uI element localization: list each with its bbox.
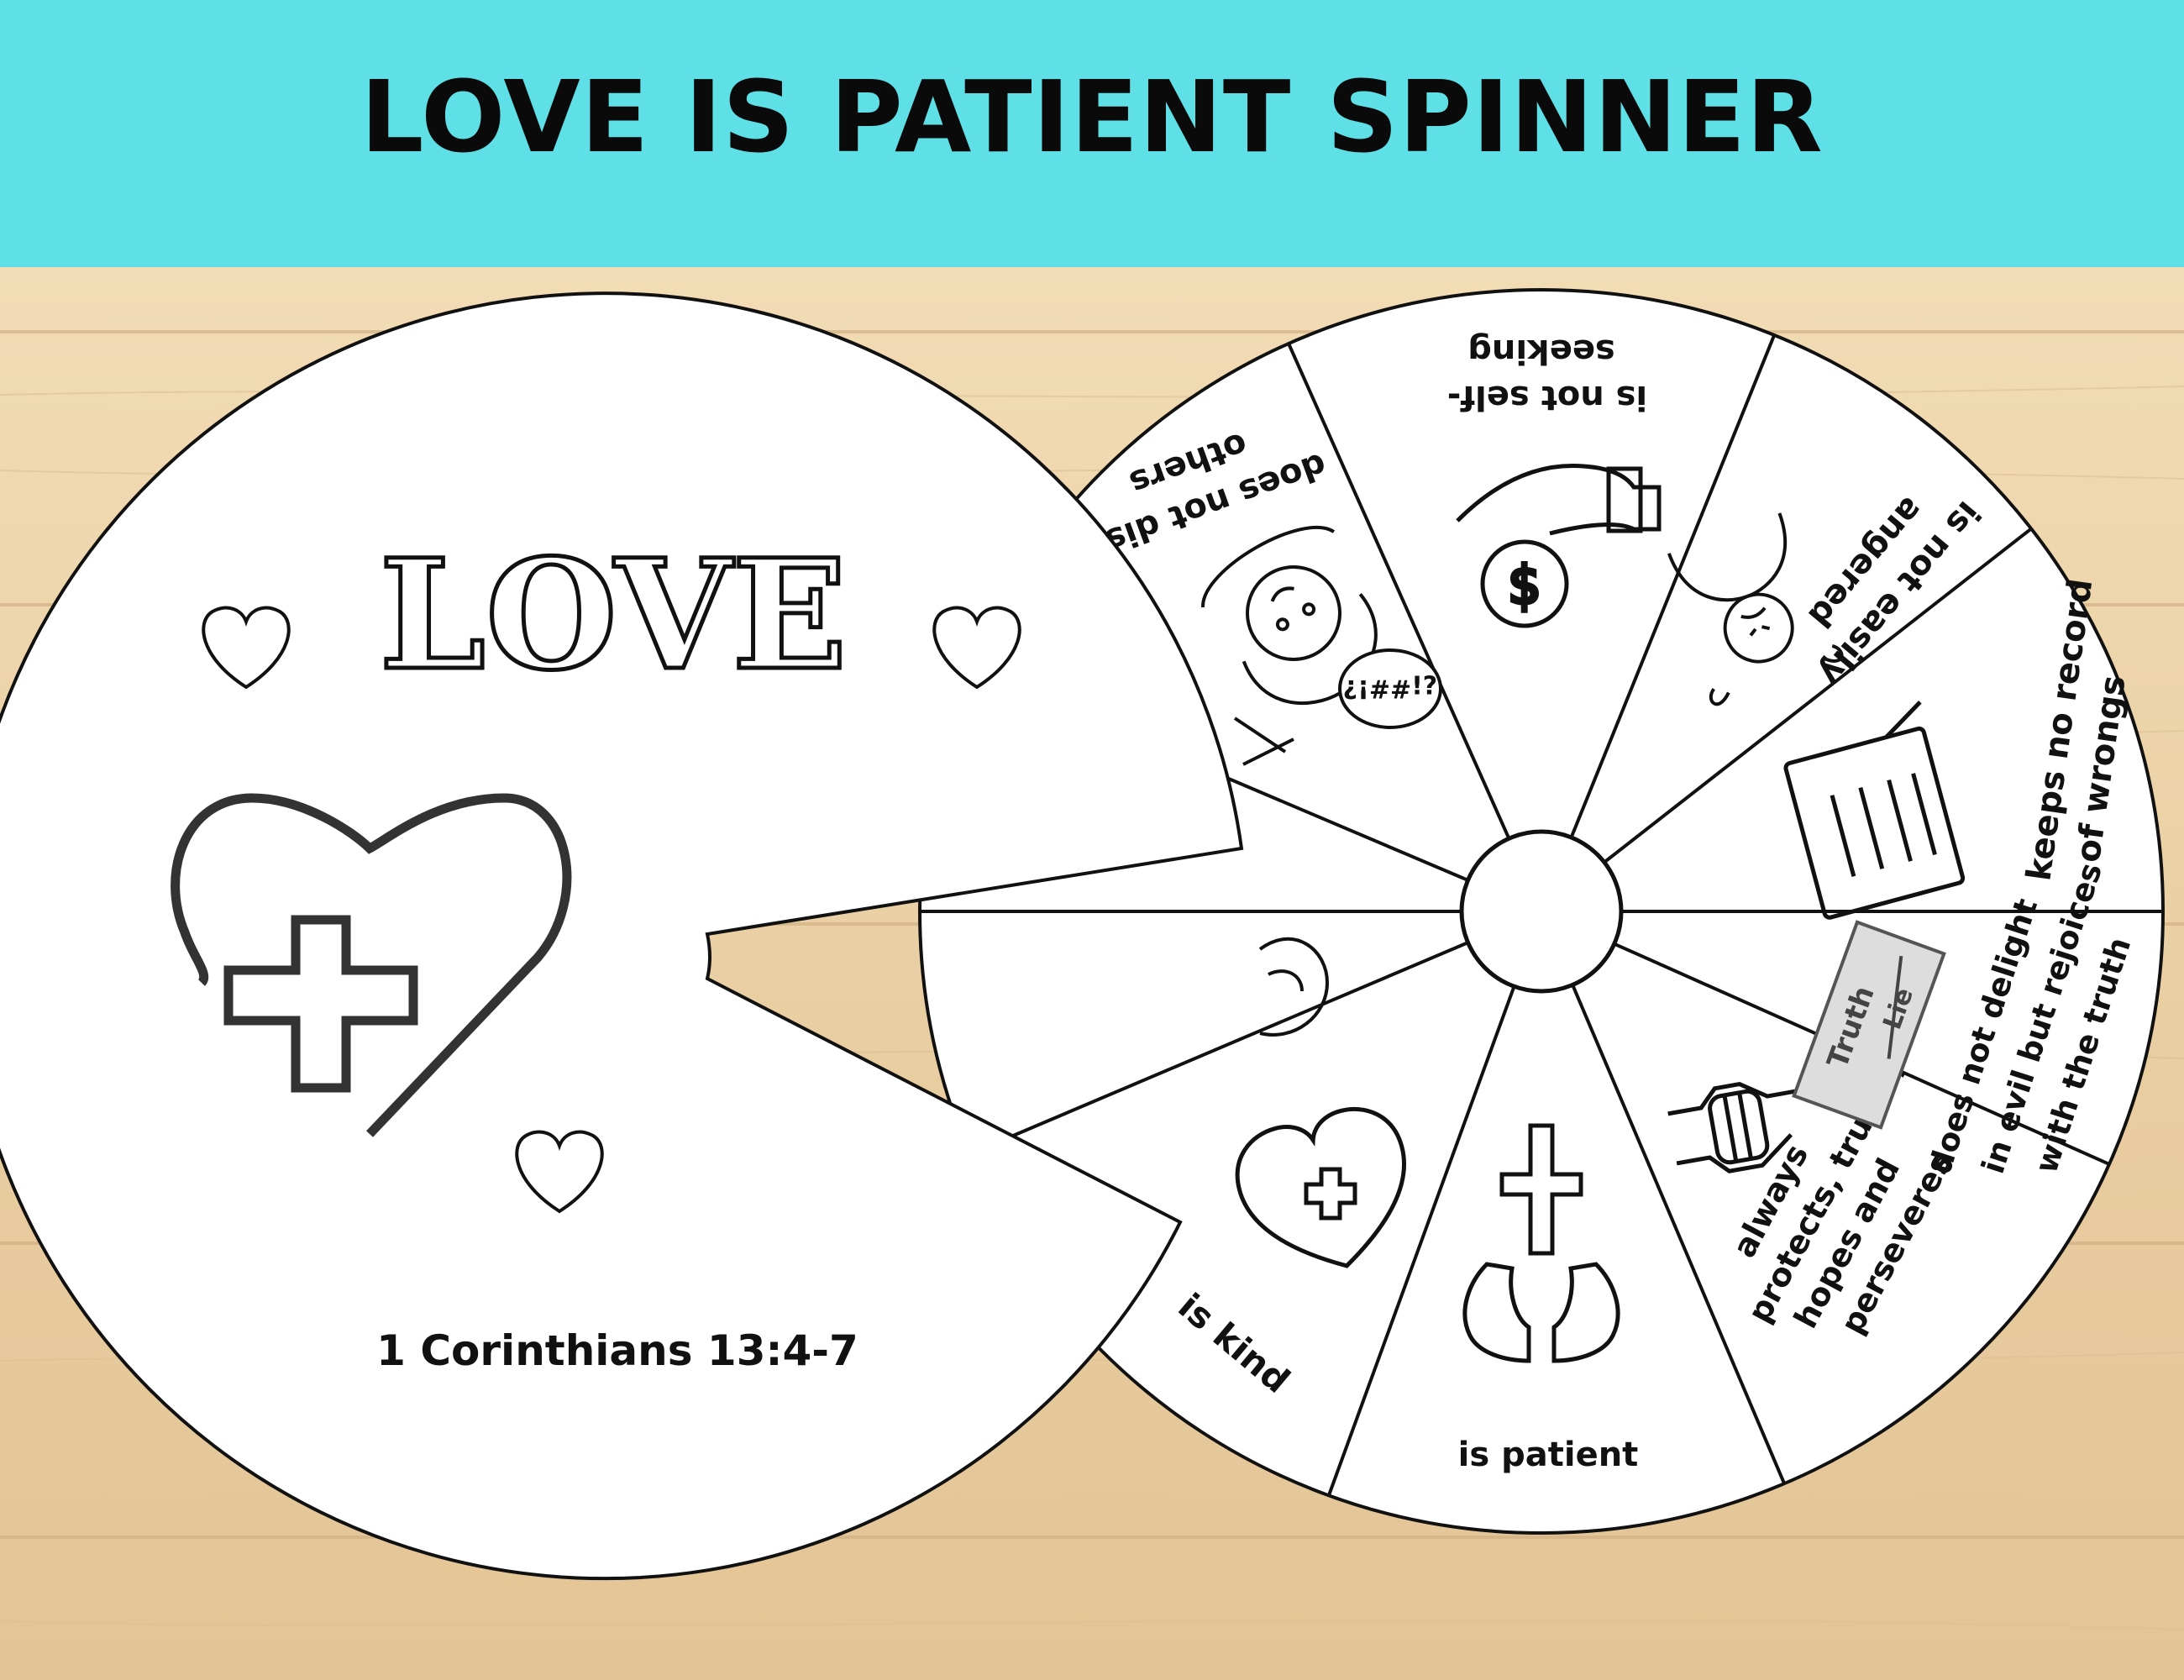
heart-plus-icon <box>1235 1106 1406 1268</box>
angry-person-icon <box>1667 512 1844 706</box>
spinner-divider <box>1327 985 1516 1497</box>
heart-outline-icon-right <box>932 606 1021 690</box>
praying-hands-cross-icon <box>1462 1123 1620 1363</box>
section-not-self-seeking: $ is not self- seeking <box>1436 332 1662 628</box>
shouting-person-icon <box>1201 526 1378 706</box>
spinner-center-hub[interactable] <box>1459 829 1624 994</box>
speech-bubble-text: ¿¡##!? <box>1343 674 1437 703</box>
spinner-divider <box>1603 527 2033 864</box>
truth-lie-sign-icon: Truth Lie <box>1792 920 1946 1130</box>
clipboard-icon <box>1783 701 1966 920</box>
hug-icon <box>1258 937 1330 1037</box>
spinner-divider <box>1571 984 1786 1484</box>
section-is-patient: is patient <box>1458 1123 1639 1474</box>
spinner-divider <box>1287 343 1511 840</box>
heart-outline-icon-small <box>515 1130 604 1214</box>
page-title: LOVE IS PATIENT SPINNER <box>360 59 1824 175</box>
title-banner: LOVE IS PATIENT SPINNER <box>0 0 2184 267</box>
spinner-divider <box>1569 334 1777 838</box>
pen-icon <box>1233 717 1294 766</box>
speech-bubble-icon: ¿¡##!? <box>1338 648 1442 729</box>
section-label-is-patient: is patient <box>1458 1436 1639 1474</box>
spinner-divider <box>969 941 1469 1156</box>
handshake-icon <box>1667 1081 1801 1173</box>
love-word: LOVE <box>379 527 847 704</box>
heart-outline-icon-left <box>202 606 291 690</box>
section-label-not-self-seeking: is not self- seeking <box>1436 332 1647 417</box>
hand-coin-icon: $ <box>1456 463 1662 628</box>
scripture-reference: 1 Corinthians 13:4-7 <box>376 1326 858 1375</box>
dollar-glyph: $ <box>1508 554 1541 616</box>
heart-plus-large-icon <box>171 793 572 1137</box>
front-wheel-disc <box>0 291 1244 1581</box>
